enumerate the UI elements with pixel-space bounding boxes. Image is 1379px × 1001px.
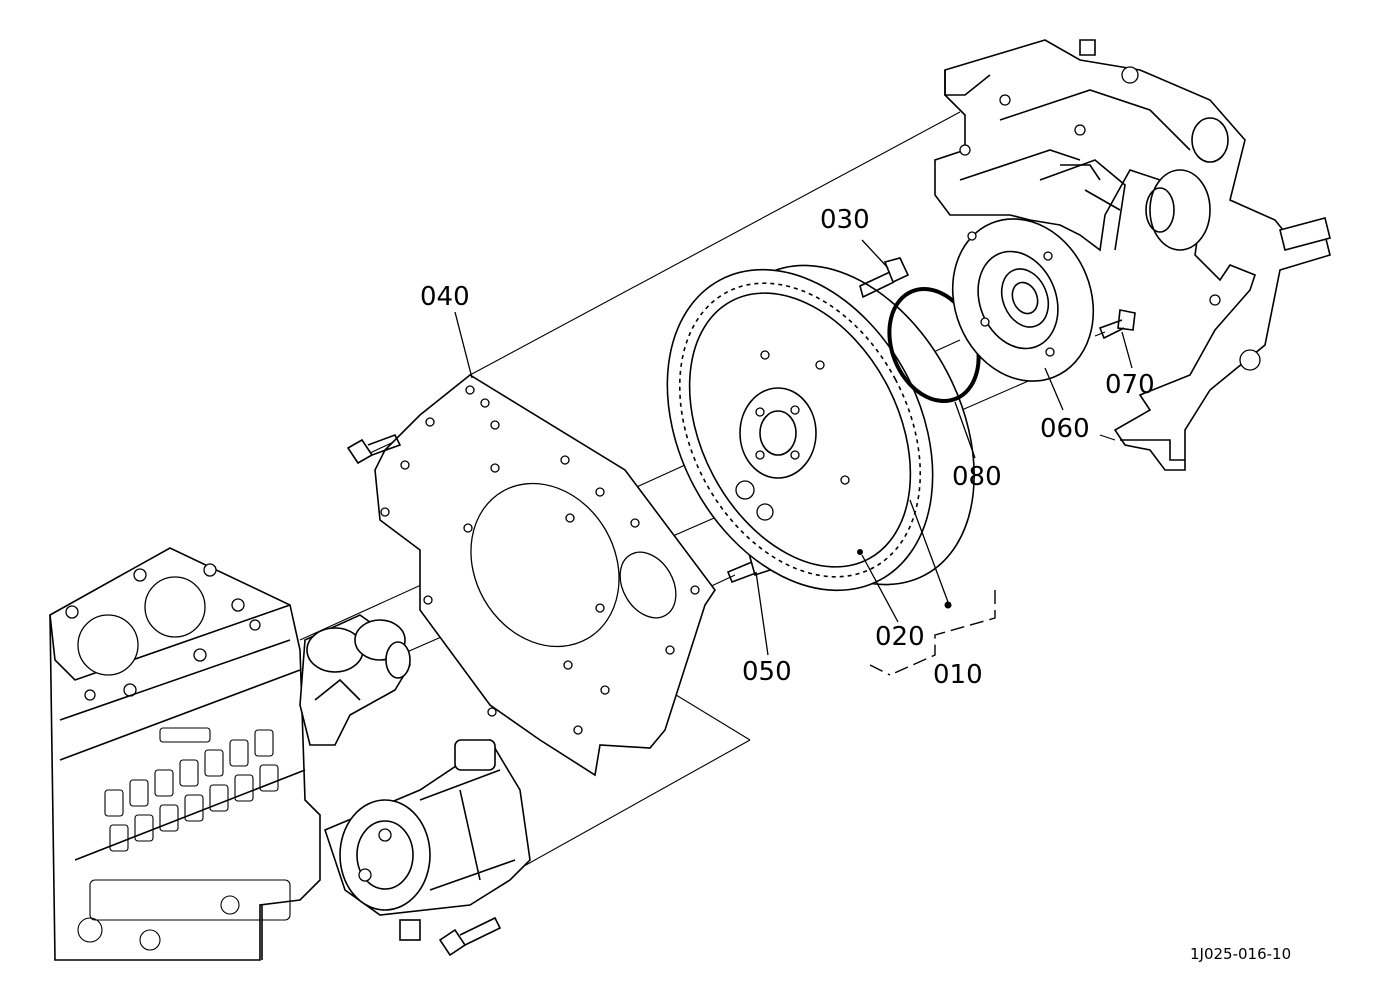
plate-bolt-left	[346, 434, 402, 465]
label-020: 020	[875, 622, 925, 652]
engine-block	[49, 547, 321, 961]
label-030: 030	[820, 205, 870, 235]
label-060: 060	[1040, 414, 1090, 444]
label-040: 040	[420, 282, 470, 312]
label-080: 080	[952, 462, 1002, 492]
leader-lines	[454, 239, 1133, 656]
drawing-number: 1J025-016-10	[1190, 945, 1291, 963]
starter-bolt	[438, 916, 502, 957]
plate-bolt-holes	[380, 385, 700, 735]
bolt-070	[1098, 309, 1136, 340]
part-labels: 040 030 050 020 010 080 060 070	[420, 205, 1155, 690]
label-070: 070	[1105, 370, 1155, 400]
transmission-housing	[934, 39, 1331, 471]
assembly-bracket-010	[869, 590, 996, 676]
housing-plate-040	[374, 374, 716, 777]
label-050: 050	[742, 657, 792, 687]
label-010: 010	[933, 660, 983, 690]
starter-motor	[324, 738, 531, 957]
flywheel-020	[666, 264, 975, 592]
damper-disc-060	[951, 218, 1095, 382]
bolt-030	[859, 257, 910, 299]
crankshaft	[299, 614, 411, 746]
